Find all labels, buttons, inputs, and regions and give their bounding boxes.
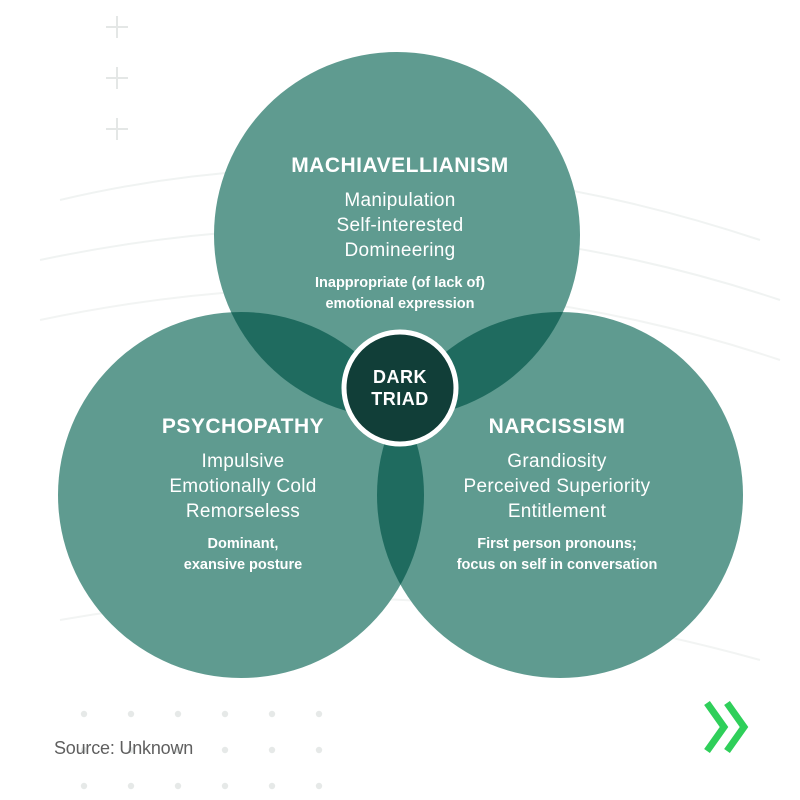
- narcissism-traits: Grandiosity Perceived Superiority Entitl…: [417, 449, 697, 524]
- note-line: focus on self in conversation: [456, 557, 658, 573]
- trait-item: Grandiosity: [507, 451, 607, 472]
- plus-icon: [106, 16, 128, 38]
- dark-triad-center-circle: [341, 329, 459, 447]
- decorative-dot: [268, 746, 276, 754]
- trait-item: Manipulation: [344, 190, 456, 211]
- decorative-dot: [221, 710, 229, 718]
- decorative-dot: [127, 782, 135, 790]
- narcissism-title: NARCISSISM: [488, 415, 626, 438]
- trait-item: Self-interested: [336, 215, 464, 236]
- machiavellianism-title: MACHIAVELLIANISM: [291, 154, 509, 177]
- decorative-dot: [315, 782, 323, 790]
- decorative-dot: [174, 746, 182, 754]
- dark-triad-label: DARK TRIAD: [352, 366, 448, 410]
- decorative-dot: [315, 710, 323, 718]
- note-line: exansive posture: [183, 557, 303, 573]
- note-line: First person pronouns;: [477, 536, 637, 552]
- trait-item: Remorseless: [185, 501, 301, 522]
- note-line: Dominant,: [207, 536, 279, 552]
- machiavellianism-note: Inappropriate (of lack of) emotional exp…: [250, 273, 550, 315]
- machiavellianism-content: MACHIAVELLIANISM Manipulation Self-inter…: [250, 154, 550, 315]
- trait-item: Domineering: [344, 240, 456, 261]
- psychopathy-title: PSYCHOPATHY: [161, 415, 325, 438]
- plus-icon: [106, 67, 128, 89]
- decorative-dot: [315, 746, 323, 754]
- decorative-dot: [268, 782, 276, 790]
- source-caption: Source: Unknown: [54, 738, 194, 758]
- decorative-dot: [127, 710, 135, 718]
- narcissism-content: NARCISSISM Grandiosity Perceived Superio…: [417, 415, 697, 576]
- decorative-dot: [80, 710, 88, 718]
- plus-icon: [106, 118, 128, 140]
- machiavellianism-traits: Manipulation Self-interested Domineering: [250, 188, 550, 263]
- center-label-line: DARK: [373, 367, 427, 387]
- dot-grid-decoration: [80, 710, 323, 790]
- note-line: Inappropriate (of lack of): [315, 275, 485, 291]
- double-chevron-right-icon: [704, 700, 749, 754]
- decorative-dot: [174, 782, 182, 790]
- decorative-dot: [221, 782, 229, 790]
- decorative-dot: [268, 710, 276, 718]
- decorative-dot: [80, 782, 88, 790]
- decorative-dot: [80, 746, 88, 754]
- decorative-dot: [221, 746, 229, 754]
- narcissism-note: First person pronouns; focus on self in …: [417, 534, 697, 576]
- psychopathy-traits: Impulsive Emotionally Cold Remorseless: [113, 449, 373, 524]
- psychopathy-content: PSYCHOPATHY Impulsive Emotionally Cold R…: [113, 415, 373, 576]
- note-line: emotional expression: [325, 296, 475, 312]
- trait-item: Impulsive: [201, 451, 285, 472]
- center-label-line: TRIAD: [371, 389, 429, 409]
- trait-item: Emotionally Cold: [169, 476, 317, 497]
- psychopathy-note: Dominant, exansive posture: [113, 534, 373, 576]
- overlap-machiavellianism-psychopathy: [214, 312, 424, 418]
- narcissism-circle: [377, 312, 743, 678]
- trait-item: Perceived Superiority: [463, 476, 651, 497]
- decorative-dot: [127, 746, 135, 754]
- trait-item: Entitlement: [507, 501, 607, 522]
- decorative-dot: [174, 710, 182, 718]
